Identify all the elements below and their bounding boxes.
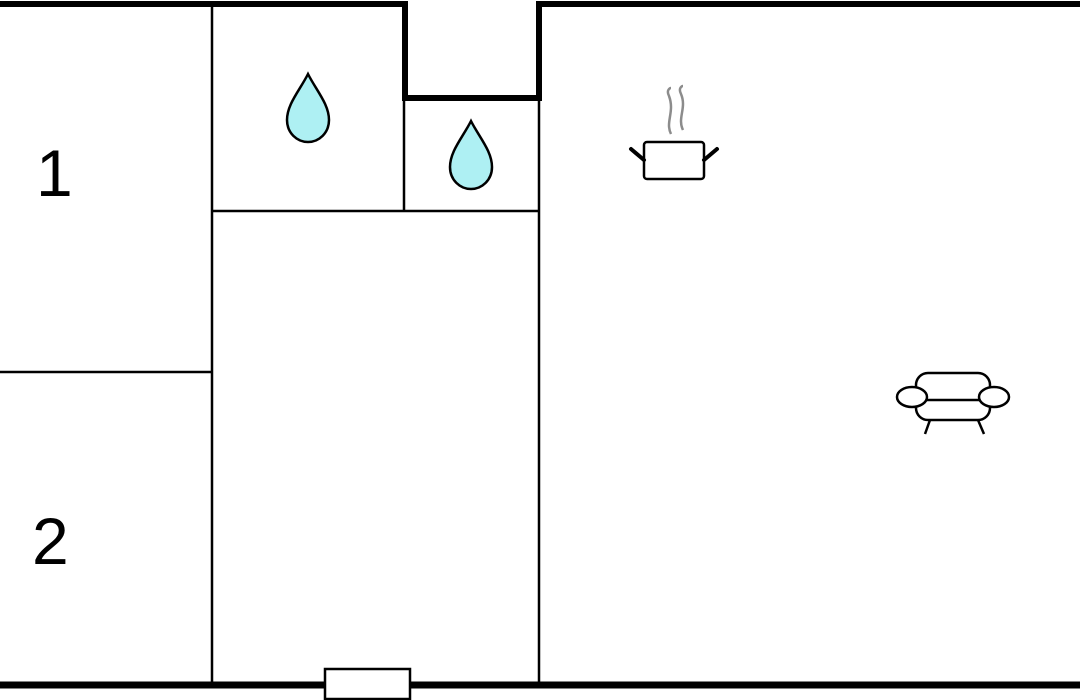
cooking-pot-icon	[629, 84, 719, 181]
room-label-1: 1	[36, 136, 73, 210]
steam-line	[666, 86, 673, 135]
water-drop-icon	[448, 118, 494, 191]
water-drop-icon	[285, 71, 331, 144]
sofa-icon	[895, 371, 1011, 435]
sofa-leg-right	[976, 419, 986, 435]
sofa-leg-left	[923, 419, 932, 435]
steam-line	[678, 84, 685, 131]
door-icon	[323, 667, 412, 700]
room-label-2: 2	[32, 504, 69, 578]
pot-body	[642, 140, 706, 181]
pot-handle-left	[629, 147, 646, 162]
sofa-armrest-right	[977, 385, 1011, 409]
pot-handle-right	[702, 147, 719, 162]
shaft-wall	[402, 1, 542, 101]
interior-walls	[0, 4, 541, 685]
sofa-armrest-left	[895, 385, 929, 409]
